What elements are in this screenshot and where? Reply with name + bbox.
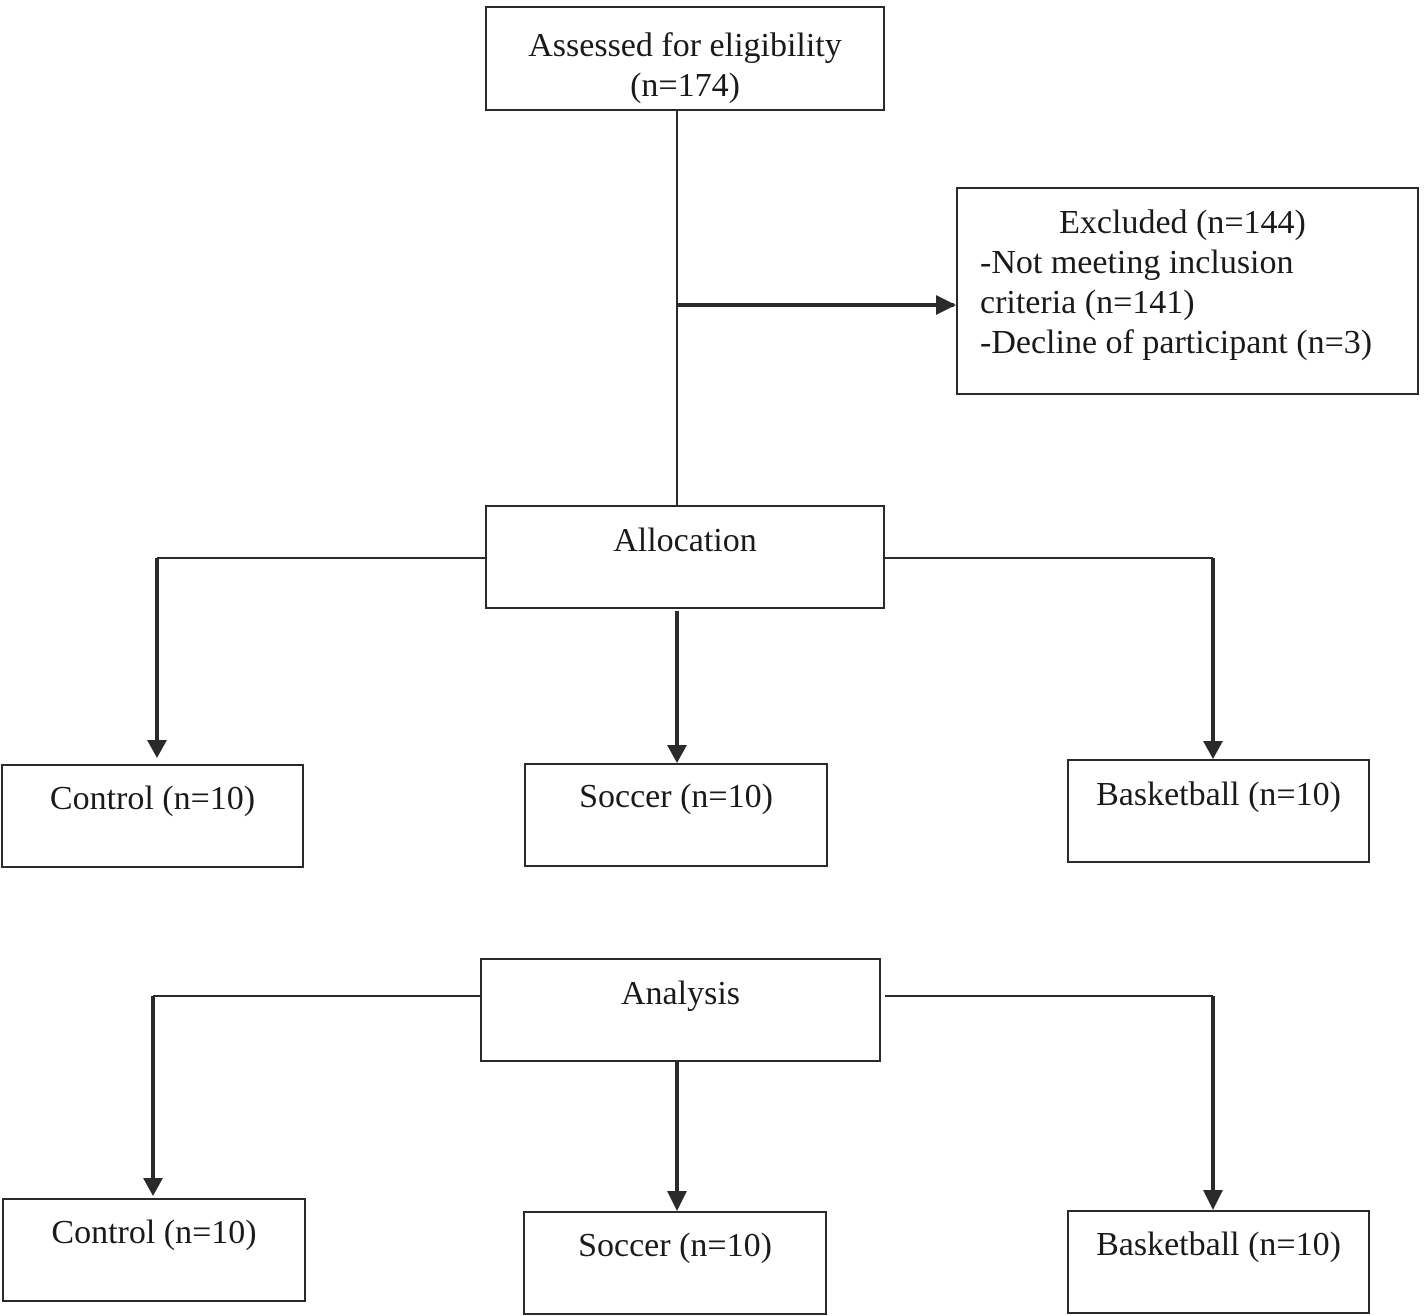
analysis-box: Analysis bbox=[480, 958, 881, 1062]
excluded-arrowhead bbox=[936, 295, 956, 315]
excluded-reason-1-line-1: -Not meeting inclusion bbox=[980, 244, 1294, 281]
alloc-soccer-arrowhead bbox=[667, 745, 687, 763]
alloc-basketball-arrowhead bbox=[1203, 741, 1223, 759]
assessed-label: Assessed for eligibility bbox=[528, 27, 842, 64]
analysis-soccer-arrowhead bbox=[667, 1191, 687, 1211]
allocation-control-label: Control (n=10) bbox=[49, 780, 256, 817]
excluded-box: Excluded (n=144) -Not meeting inclusion … bbox=[956, 187, 1419, 395]
allocation-basketball-box: Basketball (n=10) bbox=[1067, 759, 1370, 863]
allocation-box: Allocation bbox=[485, 505, 885, 609]
alloc-control-arrowhead bbox=[147, 740, 167, 758]
analysis-basketball-box: Basketball (n=10) bbox=[1067, 1210, 1370, 1314]
assessed-count: (n=174) bbox=[630, 67, 740, 104]
analysis-control-arrowhead bbox=[143, 1178, 163, 1196]
excluded-header: Excluded (n=144) bbox=[1059, 204, 1306, 241]
allocation-title: Allocation bbox=[613, 522, 757, 559]
excluded-reason-2: -Decline of participant (n=3) bbox=[980, 324, 1373, 361]
analysis-basketball-label: Basketball (n=10) bbox=[1096, 1226, 1341, 1263]
assessed-box: Assessed for eligibility (n=174) bbox=[485, 6, 885, 111]
analysis-control-box: Control (n=10) bbox=[2, 1198, 306, 1302]
analysis-control-label: Control (n=10) bbox=[51, 1214, 257, 1251]
allocation-control-box: Control (n=10) bbox=[1, 764, 304, 868]
analysis-basketball-arrowhead bbox=[1203, 1190, 1223, 1210]
allocation-soccer-box: Soccer (n=10) bbox=[524, 763, 828, 867]
analysis-title: Analysis bbox=[621, 975, 740, 1012]
excluded-reason-1-line-2: criteria (n=141) bbox=[980, 284, 1195, 321]
allocation-soccer-label: Soccer (n=10) bbox=[579, 778, 773, 815]
analysis-soccer-box: Soccer (n=10) bbox=[523, 1211, 827, 1315]
analysis-soccer-label: Soccer (n=10) bbox=[578, 1227, 772, 1264]
allocation-basketball-label: Basketball (n=10) bbox=[1096, 776, 1341, 813]
